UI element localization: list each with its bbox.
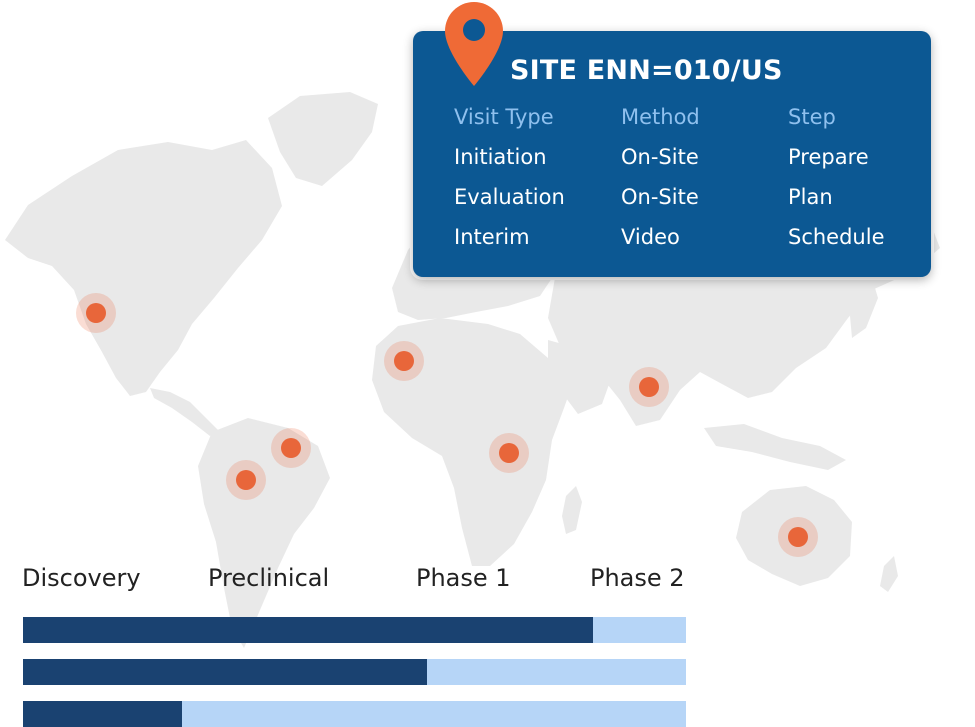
map-central-america <box>150 388 218 436</box>
map-north-america <box>5 140 282 396</box>
method-cell: On-Site <box>621 185 699 209</box>
site-markers <box>76 293 818 557</box>
site-marker-icon[interactable] <box>489 433 529 473</box>
phase-label-preclinical: Preclinical <box>208 564 330 592</box>
method-cell: Video <box>621 225 680 249</box>
map-greenland <box>268 92 378 186</box>
header-visit-type: Visit Type <box>454 105 554 129</box>
header-method: Method <box>621 105 700 129</box>
visit-type-cell: Evaluation <box>454 185 565 209</box>
map-indonesia <box>704 424 846 470</box>
map-south-america <box>198 418 330 648</box>
site-marker-icon[interactable] <box>271 428 311 468</box>
phase-label-phase-2: Phase 2 <box>590 564 685 592</box>
header-step: Step <box>788 105 836 129</box>
site-marker-icon[interactable] <box>778 517 818 557</box>
progress-fill <box>23 617 594 643</box>
progress-fill <box>23 659 428 685</box>
phase-label-discovery: Discovery <box>22 564 141 592</box>
map-new-zealand <box>880 556 898 592</box>
step-cell: Schedule <box>788 225 885 249</box>
map-africa <box>372 318 576 566</box>
progress-bar <box>23 617 686 643</box>
progress-bar <box>23 659 686 685</box>
progress-bar <box>23 701 686 727</box>
site-title: SITE ENN=010/US <box>510 55 783 86</box>
site-marker-icon[interactable] <box>629 367 669 407</box>
visit-type-cell: Interim <box>454 225 530 249</box>
map-japan <box>850 278 878 338</box>
map-madagascar <box>562 486 582 534</box>
visit-type-cell: Initiation <box>454 145 547 169</box>
method-cell: On-Site <box>621 145 699 169</box>
step-cell: Prepare <box>788 145 869 169</box>
step-cell: Plan <box>788 185 833 209</box>
location-pin-icon <box>445 2 503 86</box>
map-arabia <box>548 340 612 414</box>
site-marker-icon[interactable] <box>76 293 116 333</box>
progress-fill <box>23 701 183 727</box>
site-marker-icon[interactable] <box>226 460 266 500</box>
site-info-card: SITE ENN=010/US <box>413 31 931 277</box>
site-marker-icon[interactable] <box>384 341 424 381</box>
phase-label-phase-1: Phase 1 <box>416 564 511 592</box>
